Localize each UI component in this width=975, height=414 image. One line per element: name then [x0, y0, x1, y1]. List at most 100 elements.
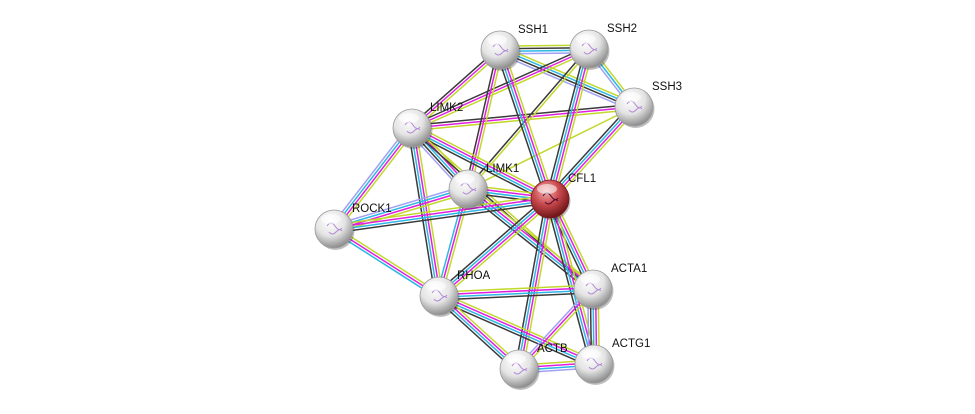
edge-channel-textmining [412, 50, 591, 132]
edge-channel-textmining [412, 108, 635, 132]
edge-channel-textmining [553, 49, 594, 201]
edge-channel-experiments [333, 228, 440, 297]
node-highlight [580, 274, 600, 284]
edge-channel-textmining [413, 123, 553, 197]
node-label: LIMK1 [486, 163, 519, 175]
edge-channel-textmining [334, 192, 470, 234]
edge-channel-textmining [552, 109, 638, 203]
edge-channel-coexpression [495, 51, 548, 201]
edge-channel-databases [500, 48, 635, 107]
edge-channel-experiments [439, 294, 595, 364]
node-label: ACTA1 [611, 263, 647, 275]
edge-channel-experiments [411, 49, 501, 129]
edge-channel-databases [334, 199, 551, 232]
edge-channel-experiments [500, 49, 552, 199]
node-rhoa[interactable]: RHOA [419, 270, 491, 317]
edge-channel-textmining [333, 194, 550, 226]
edge-channel-experiments [550, 107, 636, 201]
edge-channel-textmining [334, 226, 441, 295]
edge-ssh2-cfl1[interactable] [545, 47, 594, 201]
edge-channel-coexpression [439, 292, 594, 301]
node-label: LIMK2 [430, 102, 463, 114]
node-limk1[interactable]: LIMK1 [448, 163, 519, 210]
edge-channel-databases [498, 50, 550, 200]
edge-channel-textmining [440, 291, 596, 362]
edge-channel-homology [332, 184, 468, 226]
node-rock1[interactable]: ROCK1 [314, 203, 392, 250]
edge-channel-databases [332, 126, 412, 229]
edge-channel-experiments [412, 126, 551, 199]
node-acta1[interactable]: ACTA1 [573, 263, 647, 310]
edge-rock1-cfl1[interactable] [333, 194, 551, 234]
edge-channel-databases [516, 198, 550, 369]
node-label: ACTB [537, 343, 568, 355]
edge-channel-coexpression [545, 47, 586, 199]
edge-channel-databases [411, 128, 550, 201]
edge-channel-databases [548, 48, 589, 199]
edge-channel-textmining [336, 129, 416, 232]
edge-channel-coexpression [409, 130, 549, 204]
node-ssh1[interactable]: SSH1 [480, 24, 548, 71]
edge-channel-textmining [441, 201, 554, 300]
node-ssh3[interactable]: SSH3 [614, 81, 682, 128]
edge-channel-coexpression [546, 103, 632, 197]
edge-channel-coexpression [545, 199, 591, 366]
edge-ssh1-limk2[interactable] [409, 47, 503, 131]
node-label: SSH1 [518, 24, 548, 36]
node-label: ACTG1 [612, 338, 650, 350]
edge-channel-textmining [502, 48, 555, 198]
edge-channel-experiments [411, 48, 590, 129]
edge-channel-experiments [438, 286, 593, 296]
node-label: CFL1 [568, 173, 596, 185]
edge-channel-experiments [334, 128, 414, 231]
node-ssh2[interactable]: SSH2 [569, 23, 637, 70]
node-label: SSH2 [607, 23, 637, 35]
edge-ssh1-cfl1[interactable] [495, 48, 555, 201]
edge-cfl1-rhoa[interactable] [435, 195, 554, 300]
node-highlight [455, 174, 475, 184]
edge-rock1-rhoa[interactable] [332, 226, 441, 299]
edge-rhoa-actg1[interactable] [437, 291, 596, 369]
edge-cfl1-actb[interactable] [514, 198, 555, 370]
edge-channel-coexpression [499, 50, 634, 109]
edge-channel-databases [548, 199, 594, 365]
edge-channel-databases [332, 230, 439, 299]
edge-channel-experiments [467, 49, 501, 190]
edge-channel-coexpression [437, 298, 593, 369]
edge-limk1-rock1[interactable] [332, 184, 470, 234]
node-actg1[interactable]: ACTG1 [574, 338, 650, 385]
edge-ssh1-limk1[interactable] [464, 49, 504, 190]
edge-ssh3-cfl1[interactable] [546, 103, 638, 203]
edge-channel-experiments [411, 106, 635, 129]
node-highlight [506, 354, 526, 364]
edge-channel-textmining [522, 199, 555, 370]
node-cfl1[interactable]: CFL1 [530, 173, 596, 220]
edge-channel-experiments [519, 199, 553, 370]
edge-channel-coexpression [334, 202, 551, 234]
edge-channel-databases [437, 197, 550, 296]
node-limk2[interactable]: LIMK2 [392, 102, 463, 149]
node-highlight [399, 113, 419, 123]
edge-channel-coexpression [410, 45, 589, 127]
edge-channel-experiments [439, 199, 552, 298]
node-actb[interactable]: ACTB [499, 343, 568, 390]
node-label: RHOA [457, 270, 491, 282]
edge-channel-databases [333, 187, 468, 229]
edge-limk2-cfl1[interactable] [409, 123, 553, 204]
edge-channel-homology [330, 125, 410, 228]
edge-ssh2-limk2[interactable] [410, 45, 591, 132]
edge-channel-textmining [469, 50, 504, 190]
edge-channel-experiments [550, 49, 591, 200]
edge-channel-experiments [334, 189, 469, 231]
edge-channel-homology [498, 52, 633, 112]
node-highlight [321, 214, 341, 224]
node-highlight [426, 281, 446, 291]
edge-rhoa-acta1[interactable] [438, 284, 594, 301]
edge-limk2-rock1[interactable] [330, 125, 416, 232]
edge-channel-textmining [438, 284, 593, 293]
edge-channel-coexpression [464, 49, 499, 189]
node-label: ROCK1 [352, 203, 392, 215]
edge-channel-textmining [413, 51, 503, 131]
node-highlight [576, 34, 596, 44]
